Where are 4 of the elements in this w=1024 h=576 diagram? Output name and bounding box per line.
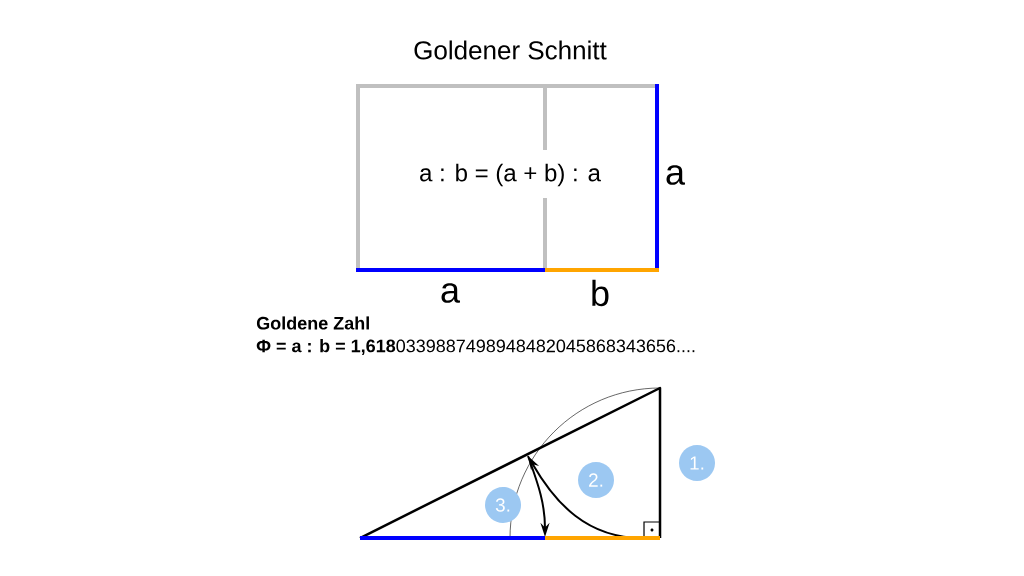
- title: Goldener Schnitt: [414, 40, 607, 60]
- golden-number-text: Φ = a : b = 1,6180339887498948482045868343656....: [256, 339, 695, 355]
- heading: Goldene Zahl: [256, 316, 369, 330]
- golden-rectangle: a : b = (a + b) : a: [356, 84, 659, 272]
